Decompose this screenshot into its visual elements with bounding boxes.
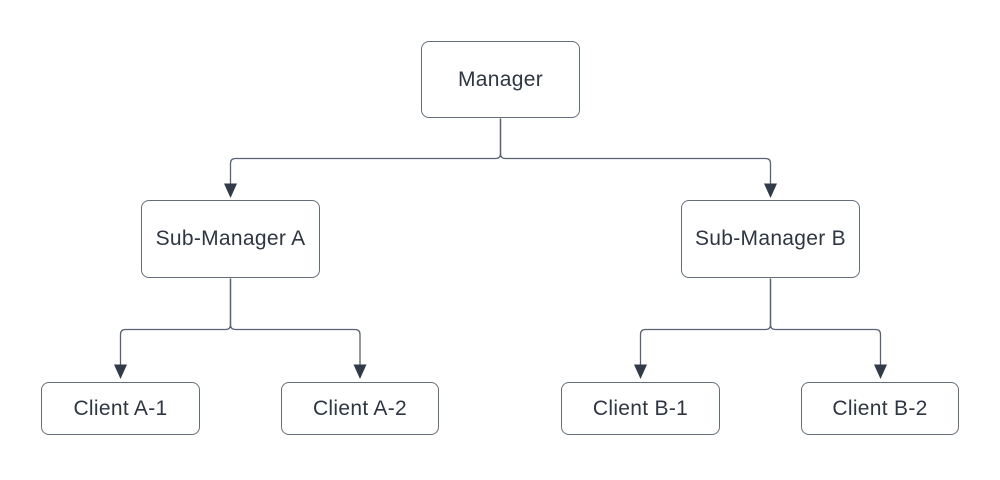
node-manager-label: Manager	[458, 67, 543, 91]
edge-manager-to-sub-b	[499, 118, 772, 184]
arrowhead-client-a2	[353, 364, 367, 379]
edge-sub-b-to-client-b2	[769, 278, 882, 365]
node-manager: Manager	[421, 41, 580, 118]
node-client-b2-label: Client B-2	[832, 396, 928, 420]
node-sub-manager-b-label: Sub-Manager B	[695, 227, 846, 250]
arrowhead-client-a1	[114, 364, 127, 379]
arrowhead-client-b1	[634, 364, 647, 379]
node-client-a1-label: Client A-1	[73, 396, 168, 420]
edge-sub-a-to-client-a1	[119, 278, 232, 365]
node-client-a1: Client A-1	[41, 382, 200, 435]
node-sub-manager-a: Sub-Manager A	[141, 200, 320, 278]
edge-sub-b-to-client-b1	[639, 278, 772, 365]
arrowhead-sub-b	[764, 183, 777, 198]
arrowhead-sub-a	[224, 183, 237, 198]
node-client-a2-label: Client A-2	[312, 396, 408, 420]
edge-sub-a-to-client-a2	[229, 278, 361, 365]
node-sub-manager-a-label: Sub-Manager A	[155, 227, 306, 250]
node-client-a2: Client A-2	[281, 382, 439, 435]
node-sub-manager-b: Sub-Manager B	[681, 200, 860, 278]
arrowhead-client-b2	[874, 364, 887, 379]
node-client-b1: Client B-1	[561, 382, 720, 435]
edge-manager-to-sub-a	[229, 118, 502, 184]
node-client-b1-label: Client B-1	[592, 396, 689, 420]
node-client-b2: Client B-2	[801, 382, 959, 435]
